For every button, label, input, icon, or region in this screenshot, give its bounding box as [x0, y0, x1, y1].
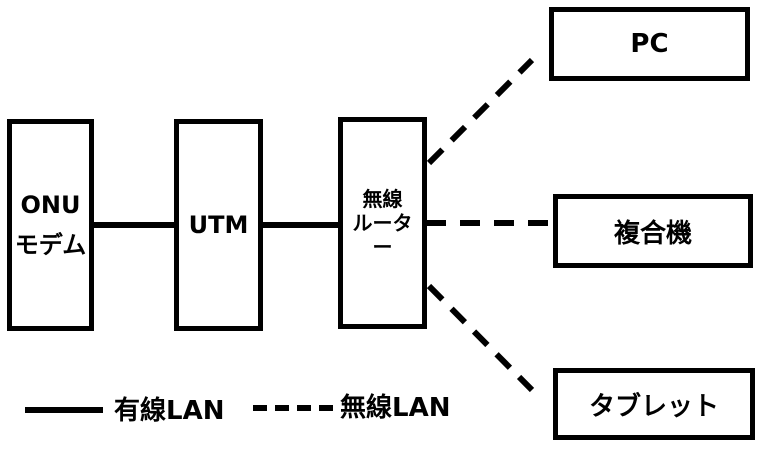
node-tablet-label: タブレット — [588, 391, 719, 422]
node-onu-modem-label-line1: ONU — [20, 191, 81, 219]
node-wireless-router-label-line1: 無線 — [362, 187, 403, 211]
node-onu-modem-label-line2: モデム — [14, 231, 87, 259]
node-wireless-router: 無線 ルーター — [338, 117, 427, 329]
node-tablet: タブレット — [553, 368, 755, 440]
node-wireless-router-label-line2: ルーター — [352, 211, 413, 259]
wireless-link-router-pc — [426, 57, 535, 166]
node-pc: PC — [549, 7, 750, 81]
node-multifunction-printer-label: 複合機 — [613, 218, 692, 249]
wireless-link-router-tablet — [426, 283, 535, 393]
legend-wired-lan-label: 有線LAN — [114, 396, 225, 426]
node-onu-modem: ONU モデム — [7, 119, 94, 331]
legend-wireless-lan-label: 無線LAN — [340, 393, 451, 423]
node-utm-label: UTM — [188, 211, 249, 239]
node-pc-label: PC — [630, 29, 669, 59]
node-multifunction-printer: 複合機 — [553, 194, 753, 268]
node-utm: UTM — [174, 119, 263, 331]
